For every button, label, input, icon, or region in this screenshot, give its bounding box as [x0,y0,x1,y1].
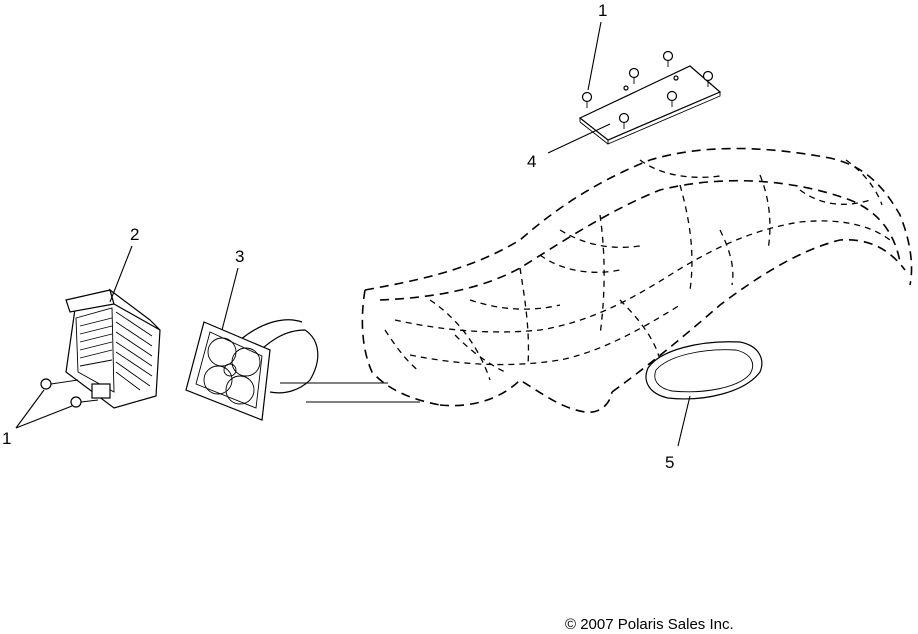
leader-line-4 [547,123,611,154]
nut [70,396,99,408]
mounting-plate [578,65,722,145]
callout-2: 2 [130,225,139,244]
hull-assembly-outline [361,147,913,414]
nut [40,378,79,390]
plate-bolts [581,50,714,129]
bolt [581,91,593,108]
leader-line-1-top [587,21,602,91]
leader-line-2 [109,245,133,303]
callout-1-left: 1 [2,429,11,448]
intake-grate [185,319,319,421]
bolt [628,67,640,84]
bolt [702,70,714,87]
air-box [65,288,161,409]
leader-line-3 [221,267,239,331]
bolt [618,112,630,129]
leader-line-1-left-b [15,405,73,429]
leader-line-1-left-a [15,389,45,429]
callout-3: 3 [235,247,244,266]
air-box-nuts [40,378,99,408]
seal-ring [645,341,763,400]
bolt [673,75,679,81]
bolt [662,50,674,67]
copyright-notice: © 2007 Polaris Sales Inc. [565,616,734,633]
bolt [666,90,678,107]
leader-line-5 [677,395,691,447]
bolt [623,85,629,91]
callout-4: 4 [527,152,536,171]
callout-1-top: 1 [598,1,607,20]
callout-5: 5 [665,453,674,472]
